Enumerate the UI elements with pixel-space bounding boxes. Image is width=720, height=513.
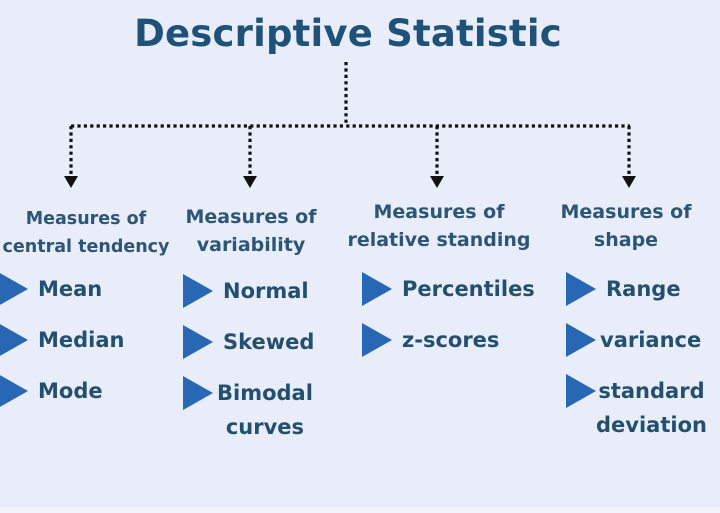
diagram-title: Descriptive Statistic: [134, 12, 562, 55]
play-triangle-icon: [0, 374, 28, 408]
play-triangle-icon: [566, 272, 596, 306]
play-triangle-icon: [0, 323, 28, 357]
arrow-down-icon: [64, 176, 78, 188]
item-label-line1: standard: [598, 379, 705, 403]
category-shape: Measures of shape: [552, 198, 700, 254]
arrow-down-icon: [243, 176, 257, 188]
list-item-range: Range: [566, 272, 681, 306]
play-triangle-icon: [0, 272, 28, 306]
item-label-line2: deviation: [596, 413, 707, 437]
list-item-skewed: Skewed: [183, 325, 314, 359]
list-item-standard-deviation: standard deviation: [566, 374, 707, 442]
list-item-z-scores: z-scores: [362, 323, 499, 357]
item-label: Percentiles: [402, 277, 535, 301]
item-label: variance: [600, 328, 702, 352]
category-heading-line2: central tendency: [2, 237, 170, 257]
item-label: Normal: [223, 279, 309, 303]
item-label: z-scores: [402, 328, 500, 352]
category-variability: Measures of variability: [178, 203, 324, 259]
play-triangle-icon: [566, 323, 596, 357]
item-label: Median: [38, 328, 125, 352]
item-label-line2: curves: [225, 415, 305, 439]
play-triangle-icon: [362, 272, 392, 306]
item-label: Mode: [38, 379, 103, 403]
list-item-bimodal-curves: Bimodal curves: [183, 376, 313, 444]
item-label: Bimodal curves: [217, 376, 313, 444]
category-heading-line2: relative standing: [347, 229, 531, 251]
category-heading-line2: variability: [196, 234, 306, 256]
category-relative-standing: Measures of relative standing: [344, 198, 534, 254]
item-label-line1: Bimodal: [217, 381, 313, 405]
list-item-percentiles: Percentiles: [362, 272, 535, 306]
play-triangle-icon: [183, 325, 213, 359]
play-triangle-icon: [183, 376, 213, 410]
play-triangle-icon: [362, 323, 392, 357]
category-heading-line1: Measures of: [25, 209, 147, 229]
list-item-variance: variance: [566, 323, 701, 357]
item-label: Skewed: [223, 330, 315, 354]
item-label: standard deviation: [596, 374, 707, 442]
item-label: Mean: [38, 277, 103, 301]
category-heading-line1: Measures of: [373, 201, 505, 223]
play-triangle-icon: [566, 374, 596, 408]
item-label: Range: [606, 277, 681, 301]
list-item-median: Median: [0, 323, 125, 357]
category-heading-line2: shape: [593, 229, 659, 251]
arrow-down-icon: [430, 176, 444, 188]
arrow-down-icon: [622, 176, 636, 188]
category-heading-line1: Measures of: [185, 206, 317, 228]
bottom-border: [0, 507, 720, 513]
category-heading-line1: Measures of: [560, 201, 692, 223]
play-triangle-icon: [183, 274, 213, 308]
category-central-tendency: Measures of central tendency: [0, 205, 172, 261]
list-item-mode: Mode: [0, 374, 103, 408]
list-item-normal: Normal: [183, 274, 309, 308]
list-item-mean: Mean: [0, 272, 102, 306]
